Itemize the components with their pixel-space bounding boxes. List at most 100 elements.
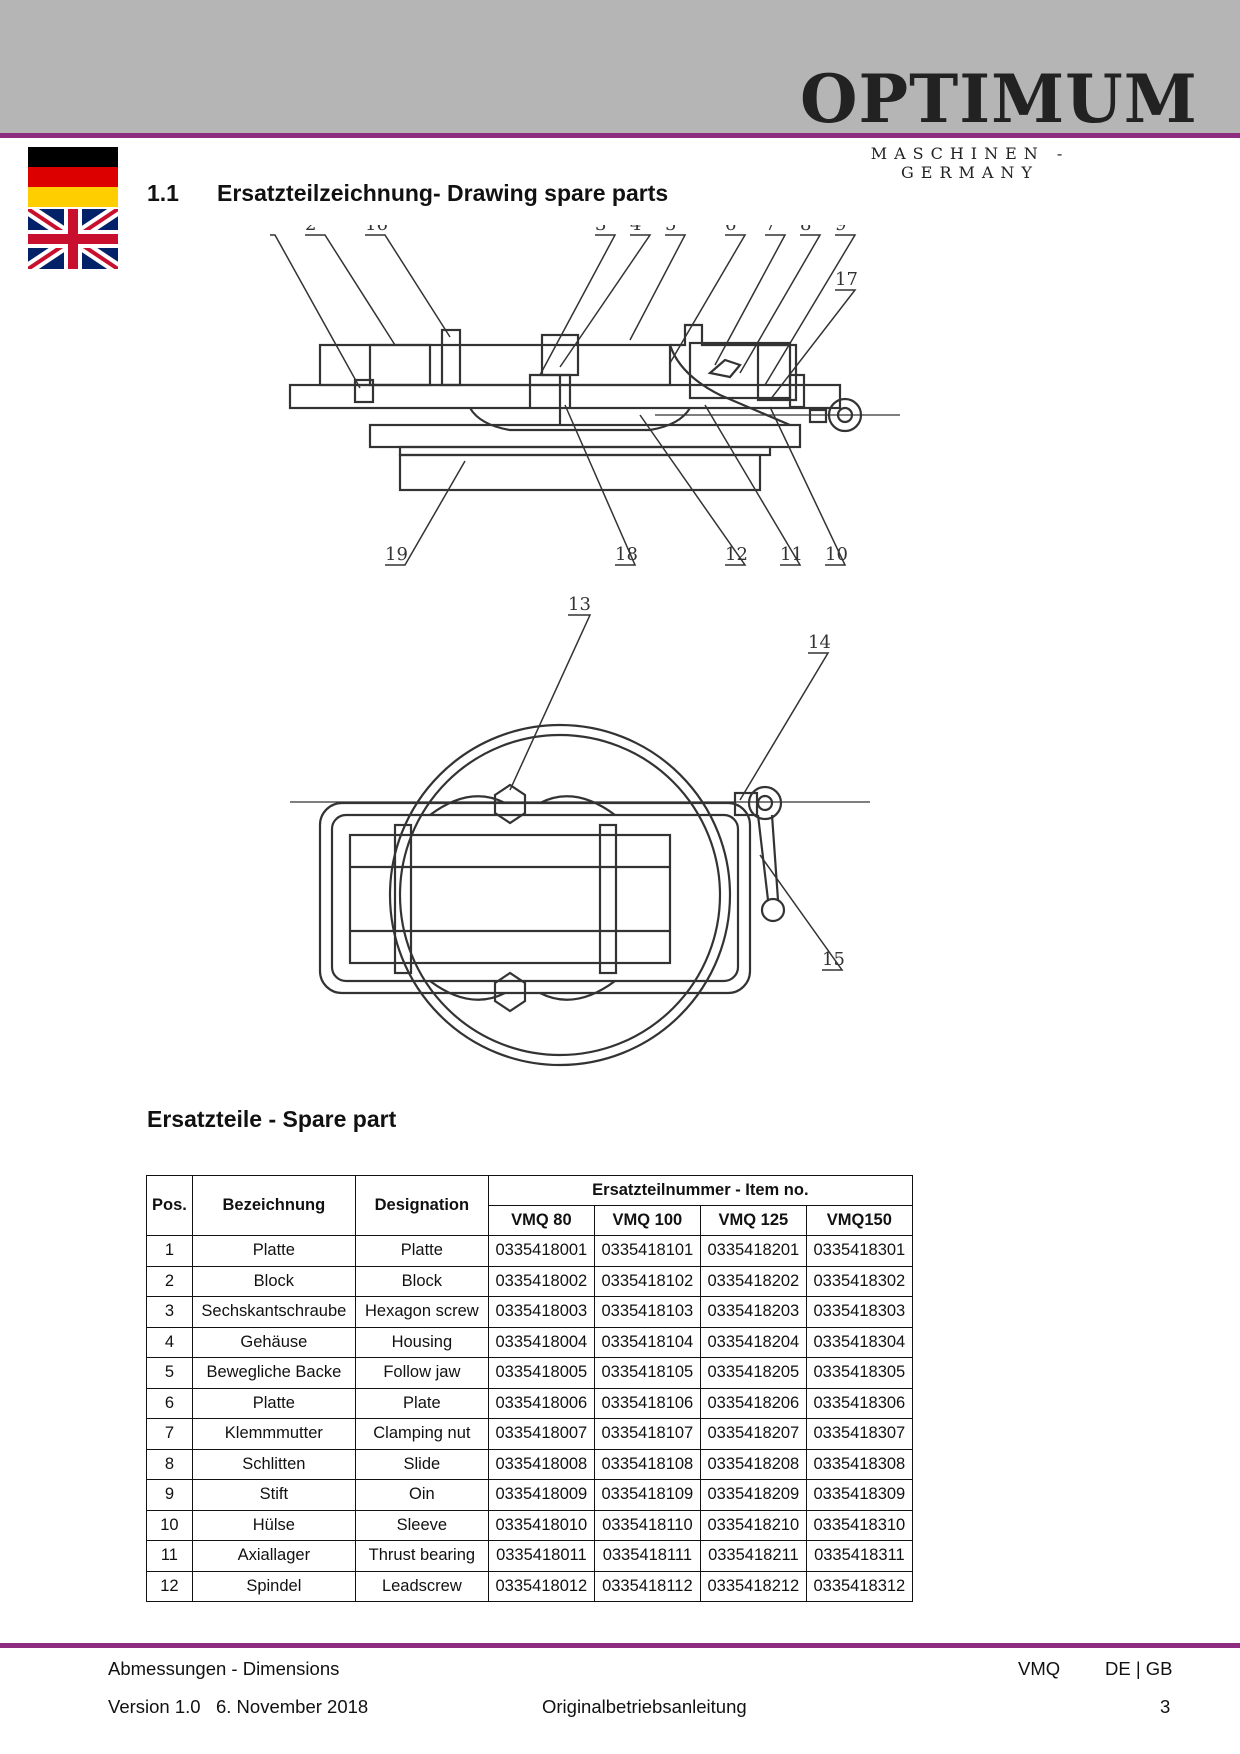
item-number-cell: 0335418210 (699, 1509, 807, 1541)
item-number-cell: 0335418307 (805, 1418, 913, 1450)
footer-model: VMQ (1018, 1658, 1061, 1679)
designation-cell: Thrust bearing (354, 1540, 489, 1572)
item-number-cell: 0335418002 (487, 1265, 595, 1297)
pos-cell: 1 (146, 1235, 193, 1267)
callout-label: 19 (385, 544, 408, 565)
bezeichnung-cell: Axiallager (191, 1540, 356, 1572)
bezeichnung-cell: Platte (191, 1235, 356, 1267)
designation-cell: Sleeve (354, 1509, 489, 1541)
designation-cell: Platte (354, 1235, 489, 1267)
item-number-cell: 0335418310 (805, 1509, 913, 1541)
designation-cell: Plate (354, 1387, 489, 1419)
pos-cell: 6 (146, 1387, 193, 1419)
bezeichnung-cell: Gehäuse (191, 1326, 356, 1358)
item-number-cell: 0335418205 (699, 1357, 807, 1389)
section-title-text: Ersatzteilzeichnung- Drawing spare parts (217, 180, 669, 206)
item-number-cell: 0335418105 (593, 1357, 701, 1389)
side-view-leaders (270, 234, 857, 566)
designation-cell: Block (354, 1265, 489, 1297)
pos-cell: 11 (146, 1540, 193, 1572)
callout-label: 16 (365, 225, 388, 235)
pos-cell: 3 (146, 1296, 193, 1328)
item-number-cell: 0335418207 (699, 1418, 807, 1450)
item-number-cell: 0335418112 (593, 1570, 701, 1602)
header-divider (0, 133, 1240, 138)
designation-cell: Leadscrew (354, 1570, 489, 1602)
col-header-model: VMQ 125 (699, 1205, 807, 1236)
item-number-cell: 0335418108 (593, 1448, 701, 1480)
designation-cell: Slide (354, 1448, 489, 1480)
footer-page-number: 3 (1160, 1696, 1171, 1717)
callout-label: 5 (665, 225, 676, 235)
bezeichnung-cell: Hülse (191, 1509, 356, 1541)
col-header-model: VMQ 100 (593, 1205, 701, 1236)
item-number-cell: 0335418308 (805, 1448, 913, 1480)
item-number-cell: 0335418203 (699, 1296, 807, 1328)
footer-chapter: Abmessungen - Dimensions (108, 1658, 340, 1679)
item-number-cell: 0335418006 (487, 1387, 595, 1419)
section-number: 1.1 (147, 180, 179, 206)
pos-cell: 4 (146, 1326, 193, 1358)
col-header-designation: Designation (354, 1175, 489, 1236)
callout-label: 12 (725, 544, 748, 565)
callout-label: 8 (800, 225, 811, 235)
item-number-cell: 0335418005 (487, 1357, 595, 1389)
flag-germany-icon[interactable] (28, 147, 118, 207)
bezeichnung-cell: Sechskantschraube (191, 1296, 356, 1328)
callout-label: 13 (568, 594, 591, 615)
bezeichnung-cell: Klemmmutter (191, 1418, 356, 1450)
pos-cell: 8 (146, 1448, 193, 1480)
item-number-cell: 0335418106 (593, 1387, 701, 1419)
col-header-bezeichnung: Bezeichnung (191, 1175, 356, 1236)
header-band (0, 0, 1240, 133)
item-number-cell: 0335418012 (487, 1570, 595, 1602)
designation-cell: Housing (354, 1326, 489, 1358)
bezeichnung-cell: Schlitten (191, 1448, 356, 1480)
item-number-cell: 0335418302 (805, 1265, 913, 1297)
col-header-pos: Pos. (146, 1175, 193, 1236)
item-number-cell: 0335418111 (593, 1540, 701, 1572)
item-number-cell: 0335418104 (593, 1326, 701, 1358)
spare-parts-table: Pos. Bezeichnung Designation Ersatzteiln… (146, 1175, 913, 1602)
callout-label: 15 (822, 949, 845, 970)
item-number-cell: 0335418204 (699, 1326, 807, 1358)
callout-label: 11 (780, 544, 803, 565)
callout-label: 2 (305, 225, 316, 235)
pos-cell: 5 (146, 1357, 193, 1389)
item-number-cell: 0335418208 (699, 1448, 807, 1480)
item-number-cell: 0335418211 (699, 1540, 807, 1572)
pos-cell: 12 (146, 1570, 193, 1602)
section-heading: 1.1 Ersatzteilzeichnung- Drawing spare pa… (147, 180, 668, 207)
flag-uk-icon[interactable] (28, 209, 118, 269)
item-number-cell: 0335418011 (487, 1540, 595, 1572)
col-header-model: VMQ 80 (487, 1205, 595, 1236)
item-number-cell: 0335418209 (699, 1479, 807, 1511)
footer-manual-type: Originalbetriebsanleitung (542, 1696, 747, 1717)
item-number-cell: 0335418001 (487, 1235, 595, 1267)
item-number-cell: 0335418212 (699, 1570, 807, 1602)
col-header-item-group: Ersatzteilnummer - Item no. (487, 1175, 913, 1206)
designation-cell: Clamping nut (354, 1418, 489, 1450)
designation-cell: Oin (354, 1479, 489, 1511)
brand-logo: OPTIMUM (800, 60, 1198, 138)
item-number-cell: 0335418109 (593, 1479, 701, 1511)
item-number-cell: 0335418103 (593, 1296, 701, 1328)
designation-cell: Follow jaw (354, 1357, 489, 1389)
spare-parts-drawing: 1 2 16 3 4 5 6 7 8 9 17 19 18 12 11 10 (270, 225, 900, 1067)
col-header-model: VMQ150 (805, 1205, 913, 1236)
top-view-leaders (509, 614, 844, 971)
item-number-cell: 0335418101 (593, 1235, 701, 1267)
bezeichnung-cell: Bewegliche Backe (191, 1357, 356, 1389)
footer-divider (0, 1643, 1240, 1648)
callout-label: 17 (835, 269, 858, 290)
item-number-cell: 0335418306 (805, 1387, 913, 1419)
item-number-cell: 0335418301 (805, 1235, 913, 1267)
item-number-cell: 0335418010 (487, 1509, 595, 1541)
item-number-cell: 0335418311 (805, 1540, 913, 1572)
